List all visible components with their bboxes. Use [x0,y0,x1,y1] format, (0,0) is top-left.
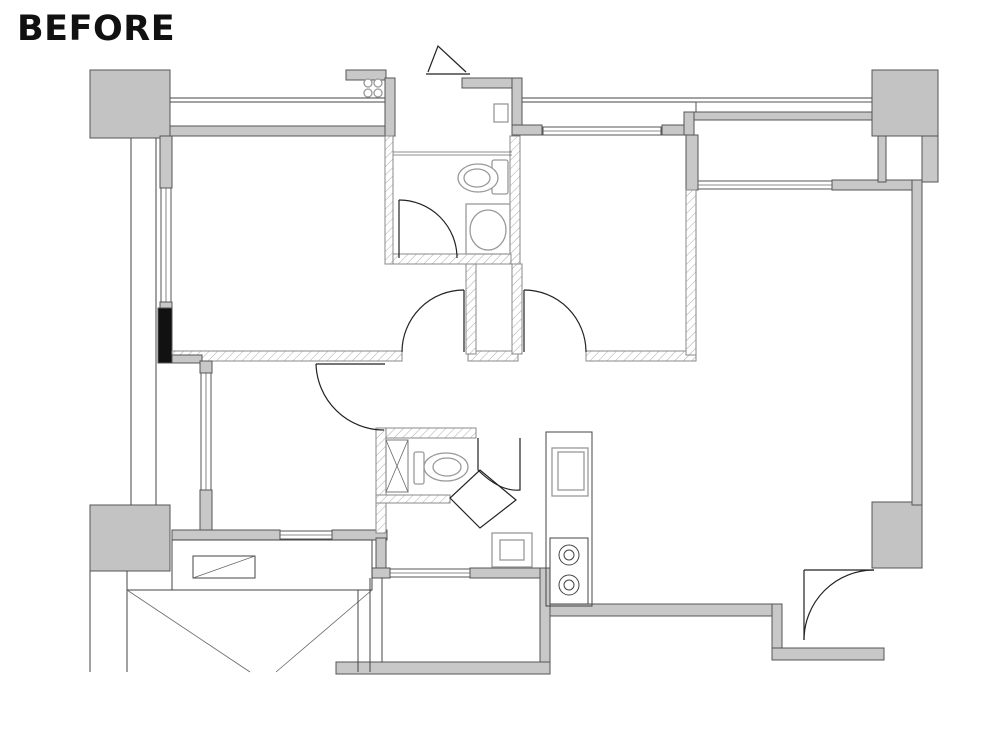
door-swing-icon [398,199,458,259]
pillar-mid-left [89,504,171,572]
kitchen [545,431,593,607]
pillar-top-left [89,69,171,139]
stove-icon [549,537,589,605]
sink-icon [465,203,511,255]
door-swing-icon [803,569,875,641]
pillars [89,69,939,572]
sink-icon [551,447,589,497]
shower-icon [385,439,409,493]
door-swing-icon [401,289,465,353]
pillar-top-right [871,69,939,137]
door-swing-icon [523,289,587,353]
door-swing-icon [315,363,385,431]
upper-bathroom-fixtures [363,78,512,255]
windows [160,101,873,578]
doors [315,44,875,641]
balcony-lower [126,539,383,673]
page-title: BEFORE [17,9,176,49]
pillar-mid-right [871,501,923,569]
door-swing-icon [427,44,467,73]
sink-icon [491,532,533,568]
lower-bathroom-fixtures [385,439,533,568]
walls [157,69,939,675]
toilet-icon [413,451,469,485]
toilet-icon [457,159,509,195]
